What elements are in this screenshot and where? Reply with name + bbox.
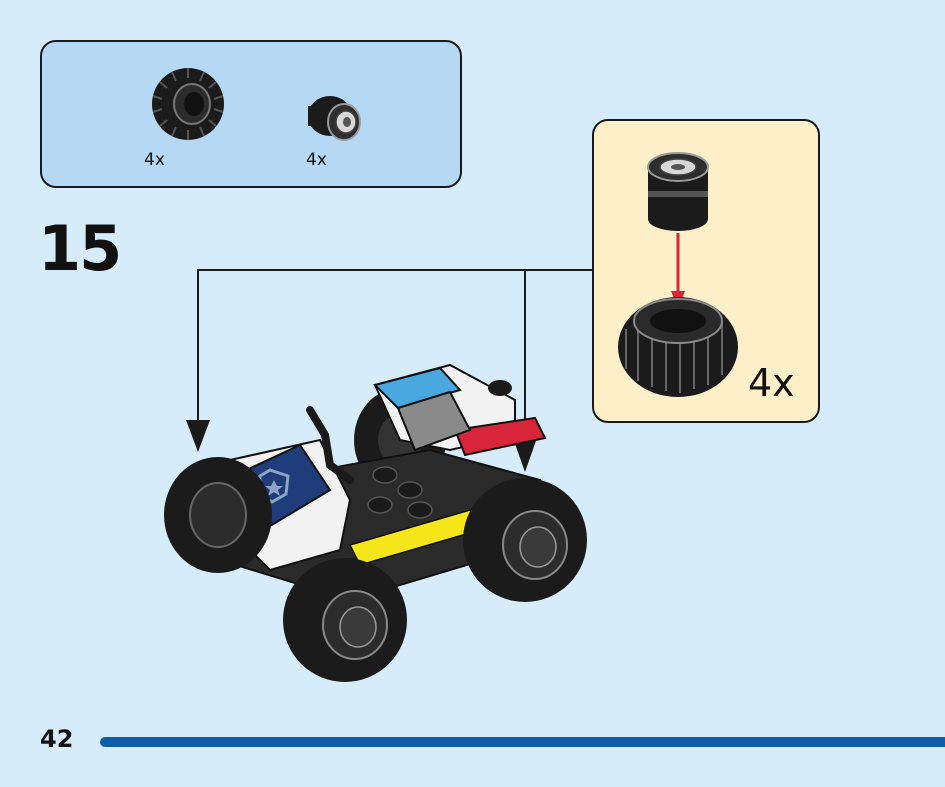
tire-icon [152, 68, 224, 140]
tire-quantity: 4x [144, 150, 165, 170]
sub-assembly-callout: 4x [592, 119, 820, 423]
rim-icon [308, 96, 361, 141]
callout-quantity: 4x [748, 361, 795, 405]
rim-quantity: 4x [306, 150, 327, 170]
step-number: 15 [38, 212, 122, 285]
rim-icon [647, 152, 709, 231]
police-atv-model [164, 363, 587, 682]
page-progress-bar [100, 737, 945, 747]
tire-icon [618, 297, 738, 397]
parts-list-box: 4x 4x [40, 40, 462, 188]
page-number: 42 [40, 725, 74, 753]
